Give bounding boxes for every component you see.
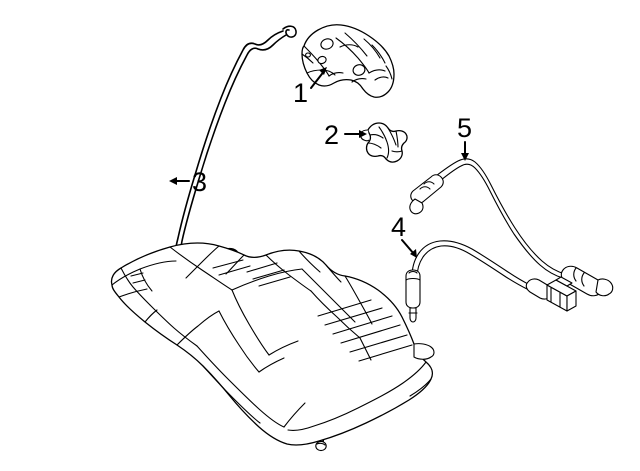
connector-blade-lower: [525, 276, 577, 312]
sensor-body-lower: [405, 269, 421, 323]
tank-mount-tab: [413, 343, 435, 360]
part-fuel-tank: [110, 242, 435, 446]
callout-3-arrowhead: [169, 177, 177, 185]
bracket-hole-right: [352, 64, 366, 76]
connector-barrel-upper: [560, 265, 614, 297]
hose-lower-fitting: [315, 440, 327, 452]
callout-1: 1: [293, 67, 327, 108]
callout-2-arrowhead: [359, 130, 367, 138]
bracket-hole-upper: [320, 38, 334, 50]
part-mounting-bracket: [301, 24, 395, 98]
callout-1-number: 1: [293, 78, 308, 108]
callout-3: 3: [169, 167, 207, 197]
part-sensor-assembly-upper: [409, 158, 614, 297]
callout-2: 2: [324, 120, 367, 150]
callout-4-number: 4: [391, 212, 406, 242]
callout-5: 5: [457, 113, 472, 161]
bracket-hole-lower: [317, 55, 327, 65]
part-sensor-assembly-lower: [405, 240, 577, 323]
callout-4: 4: [391, 212, 417, 258]
callout-2-number: 2: [324, 120, 339, 150]
part-purge-valve: [360, 122, 408, 163]
callout-1-arrowhead: [319, 67, 327, 75]
sensor-body-upper: [409, 174, 444, 215]
callout-4-arrowhead: [410, 249, 417, 258]
callout-3-number: 3: [192, 167, 207, 197]
callout-5-arrowhead: [461, 153, 469, 161]
callout-5-number: 5: [457, 113, 472, 143]
bracket-hole-small: [305, 52, 311, 58]
callout-4-leader: [401, 239, 415, 255]
